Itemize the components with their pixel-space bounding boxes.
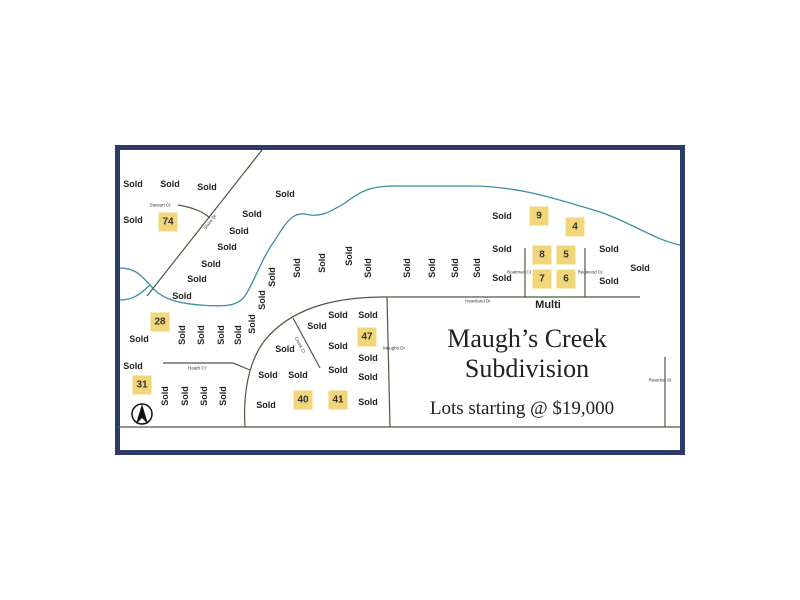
available-lot[interactable]: 40	[293, 390, 313, 410]
sold-lot: Sold	[427, 258, 437, 278]
sold-lot: Sold	[199, 386, 209, 406]
sold-lot: Sold	[402, 258, 412, 278]
sold-lot: Sold	[196, 325, 206, 345]
sold-lot: Sold	[160, 179, 180, 189]
sold-lot: Sold	[492, 244, 512, 254]
sold-lot: Sold	[307, 321, 327, 331]
available-lot[interactable]: 8	[532, 245, 552, 265]
title-line2: Subdivision	[464, 354, 590, 383]
sold-lot: Sold	[216, 325, 226, 345]
sold-lot: Sold	[123, 361, 143, 371]
sold-lot: Sold	[492, 273, 512, 283]
sold-lot: Sold	[292, 258, 302, 278]
sold-lot: Sold	[275, 189, 295, 199]
sold-lot: Sold	[229, 226, 249, 236]
available-lot[interactable]: 6	[556, 269, 576, 289]
sold-lot: Sold	[599, 276, 619, 286]
available-lot[interactable]: 9	[529, 206, 549, 226]
sold-lot: Sold	[492, 211, 512, 221]
sold-lot: Sold	[328, 365, 348, 375]
sold-lot: Sold	[257, 290, 267, 310]
sold-lot: Sold	[358, 310, 378, 320]
available-lot[interactable]: 28	[150, 312, 170, 332]
street-label: Maughs Dr	[382, 345, 406, 351]
street-label: Heath Ct	[188, 365, 206, 371]
sold-lot: Sold	[358, 353, 378, 363]
available-lot[interactable]: 5	[556, 245, 576, 265]
multi-lot: Multi	[535, 299, 561, 311]
available-lot[interactable]: 74	[158, 212, 178, 232]
sold-lot: Sold	[288, 370, 308, 380]
creek	[119, 185, 681, 307]
sold-lot: Sold	[363, 258, 373, 278]
sold-lot: Sold	[177, 325, 187, 345]
sold-lot: Sold	[344, 246, 354, 266]
sold-lot: Sold	[267, 267, 277, 287]
sold-lot: Sold	[242, 209, 262, 219]
available-lot[interactable]: 4	[565, 217, 585, 237]
available-lot[interactable]: 7	[532, 269, 552, 289]
sold-lot: Sold	[328, 341, 348, 351]
street-label: Heartland Dr	[465, 298, 491, 304]
sold-lot: Sold	[328, 310, 348, 320]
sold-lot: Sold	[217, 242, 237, 252]
available-lot[interactable]: 31	[132, 375, 152, 395]
sold-lot: Sold	[256, 400, 276, 410]
street-label: Stewart Ct	[149, 202, 171, 208]
roads	[118, 149, 680, 428]
sold-lot: Sold	[172, 291, 192, 301]
sold-lot: Sold	[233, 325, 243, 345]
sold-lot: Sold	[258, 370, 278, 380]
sold-lot: Sold	[123, 179, 143, 189]
sold-lot: Sold	[358, 372, 378, 382]
sold-lot: Sold	[247, 314, 257, 334]
sold-lot: Sold	[160, 386, 170, 406]
sold-lot: Sold	[197, 182, 217, 192]
north-arrow-icon	[131, 403, 153, 425]
street-label: Boatman Ct	[507, 269, 531, 275]
street-label: Redwood Ct	[577, 269, 603, 275]
map-frame	[115, 145, 685, 455]
sold-lot: Sold	[180, 386, 190, 406]
title-line1: Maugh’s Creek	[447, 324, 607, 353]
available-lot[interactable]: 41	[328, 390, 348, 410]
sold-lot: Sold	[472, 258, 482, 278]
sold-lot: Sold	[201, 259, 221, 269]
sold-lot: Sold	[317, 253, 327, 273]
sold-lot: Sold	[358, 397, 378, 407]
tagline: Lots starting @ $19,000	[429, 398, 615, 419]
sold-lot: Sold	[599, 244, 619, 254]
sold-lot: Sold	[630, 263, 650, 273]
sold-lot: Sold	[218, 386, 228, 406]
sold-lot: Sold	[123, 215, 143, 225]
sold-lot: Sold	[450, 258, 460, 278]
sold-lot: Sold	[129, 334, 149, 344]
street-label: Reardon St	[648, 377, 672, 383]
available-lot[interactable]: 47	[357, 327, 377, 347]
sold-lot: Sold	[187, 274, 207, 284]
sold-lot: Sold	[275, 344, 295, 354]
